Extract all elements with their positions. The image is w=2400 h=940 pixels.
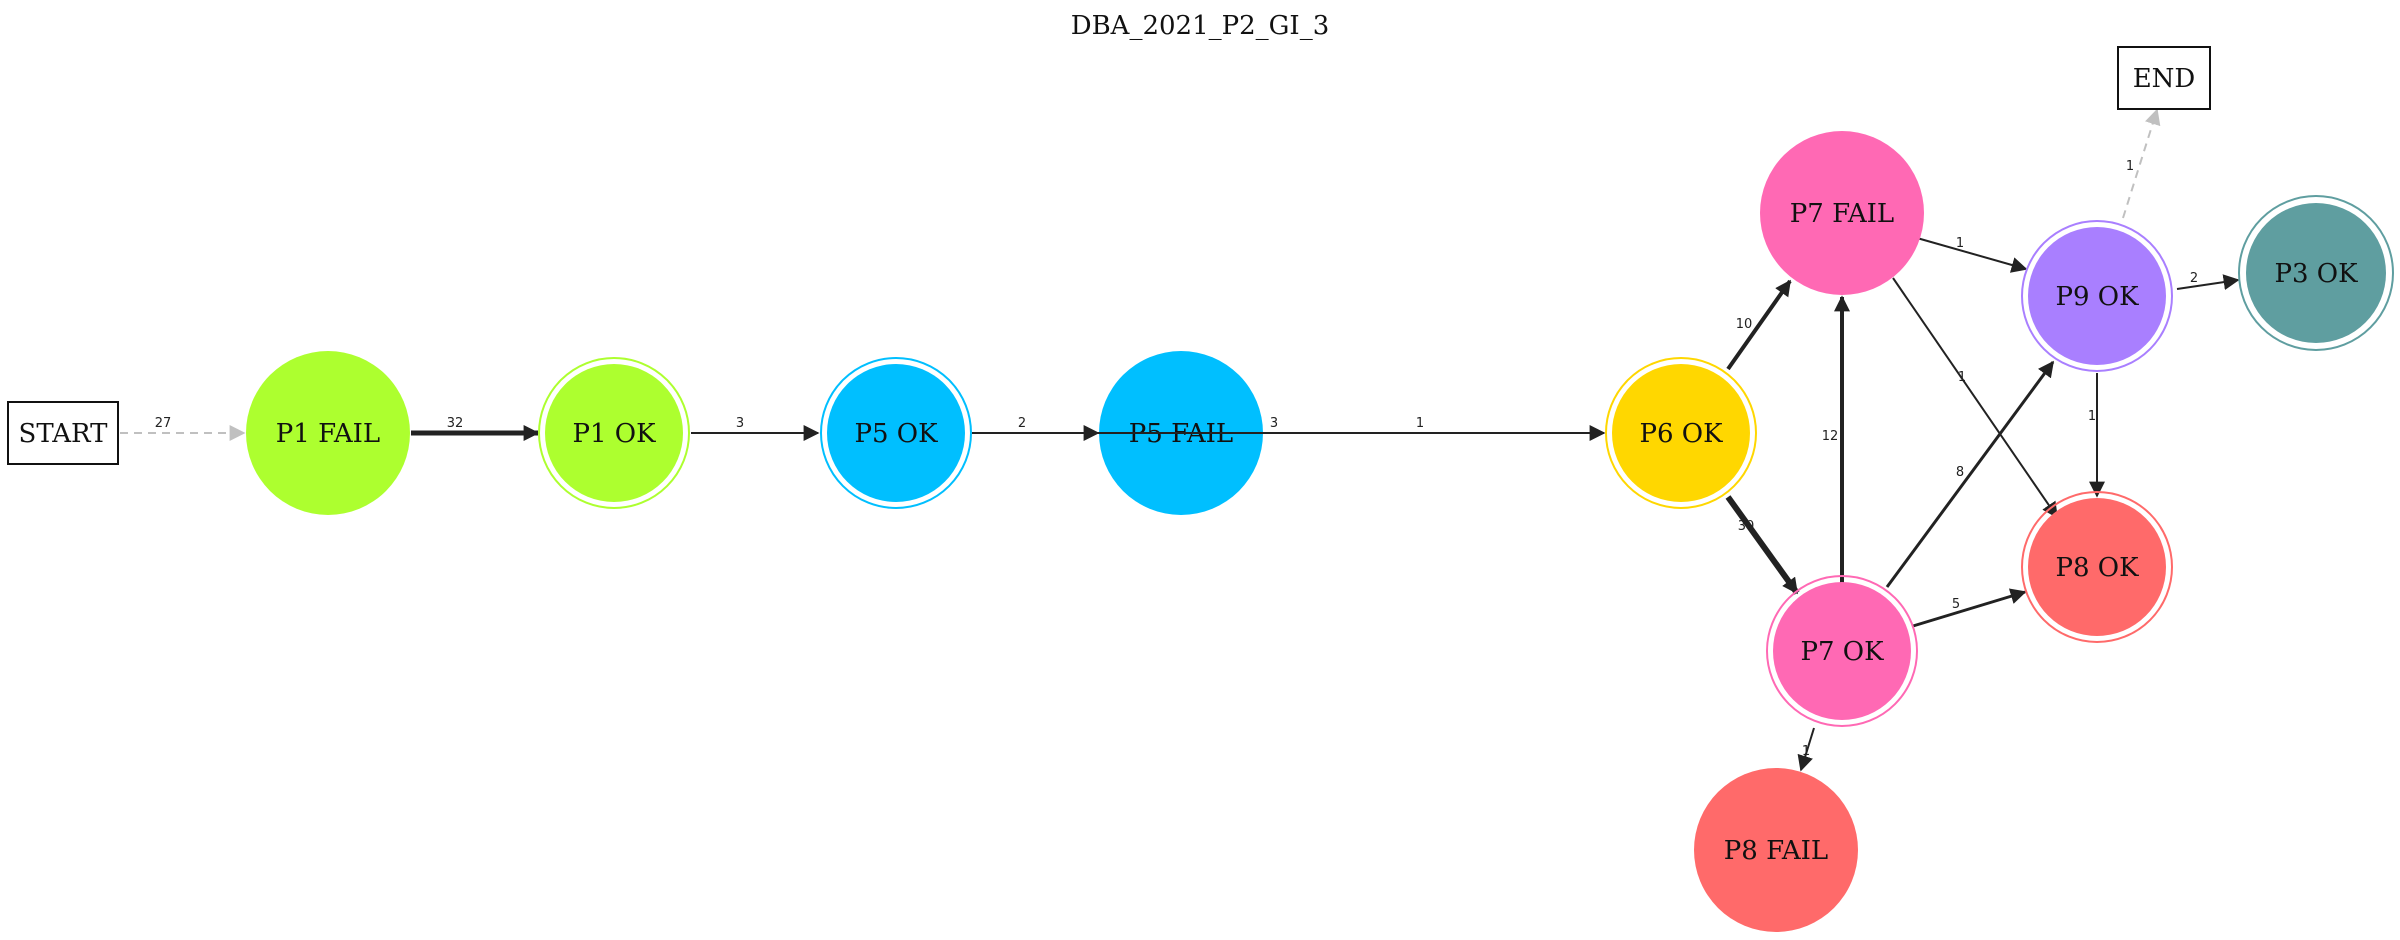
edge-label-p7ok-p8fail: 1 (1802, 744, 1810, 759)
node-p1-ok[interactable]: P1 OK (538, 357, 690, 509)
node-p8-ok[interactable]: P8 OK (2021, 491, 2173, 643)
edge-label-p6ok-p7fail: 10 (1736, 317, 1753, 332)
node-p9-ok-label: P9 OK (2055, 282, 2139, 312)
node-p7-ok-label: P7 OK (1800, 637, 1884, 667)
node-p9-ok[interactable]: P9 OK (2021, 220, 2173, 372)
edge-label-p7ok-p8ok: 5 (1952, 597, 1960, 612)
node-end[interactable]: END (2117, 46, 2211, 110)
edge-p7ok-p9ok (1885, 360, 2055, 588)
graph-title: DBA_2021_P2_GI_3 (1071, 11, 1330, 41)
edge-label-p7ok-p9ok: 8 (1956, 465, 1964, 480)
edge-label-p9ok-p8ok: 1 (2088, 409, 2096, 424)
node-end-label: END (2133, 64, 2196, 94)
edge-label-p1ok-p5ok: 3 (736, 416, 744, 431)
edge-p7ok-p8ok (1912, 588, 2027, 628)
edge-label-p1fail-p1ok: 32 (447, 416, 464, 431)
edge-label-p9ok-p3ok: 2 (2190, 271, 2198, 286)
edge-label-p9ok-end: 1 (2126, 159, 2134, 174)
edge-p6ok-p7ok (1725, 495, 1800, 595)
edge-label-p7ok-p7fail: 12 (1822, 429, 1839, 444)
edge-p7fail-p8ok (1892, 277, 2058, 519)
nodes: START END P1 FAIL P1 OK P5 OK P5 FAIL (7, 46, 2394, 932)
edge-label-p5fail-p6ok-a: 3 (1270, 416, 1278, 431)
node-p3-ok-label: P3 OK (2274, 259, 2358, 289)
node-p8-fail[interactable]: P8 FAIL (1694, 768, 1858, 932)
edge-label-p5fail-p6ok-b: 1 (1416, 416, 1424, 431)
edge-label-p5ok-p5fail: 2 (1018, 416, 1026, 431)
node-p6-ok[interactable]: P6 OK (1605, 357, 1757, 509)
node-p5-ok[interactable]: P5 OK (820, 357, 972, 509)
edge-label-p7fail-p8ok: 1 (1958, 370, 1966, 385)
node-p5-ok-label: P5 OK (854, 419, 938, 449)
node-p7-fail-label: P7 FAIL (1790, 199, 1894, 229)
edge-p9ok-end (2122, 108, 2161, 219)
node-p1-fail-label: P1 FAIL (276, 419, 380, 449)
edge-p7fail-p9ok (1916, 237, 2028, 273)
node-p6-ok-label: P6 OK (1639, 419, 1723, 449)
edge-label-p6ok-p7ok: 30 (1738, 519, 1755, 534)
node-p1-fail[interactable]: P1 FAIL (246, 351, 410, 515)
node-p7-ok[interactable]: P7 OK (1766, 575, 1918, 727)
node-start-label: START (19, 419, 109, 449)
node-start[interactable]: START (7, 401, 119, 465)
node-p8-ok-label: P8 OK (2055, 553, 2139, 583)
edge-label-start-p1fail: 27 (155, 416, 172, 431)
edge-p6ok-p7fail (1726, 279, 1792, 371)
node-p3-ok[interactable]: P3 OK (2238, 195, 2394, 351)
node-p8-fail-label: P8 FAIL (1724, 836, 1828, 866)
edge-p7ok-p8fail (1797, 727, 1815, 772)
edge-label-p7fail-p9ok: 1 (1956, 236, 1964, 251)
edge-p9ok-p3ok (2176, 274, 2240, 291)
edges: 27 32 3 2 3 1 10 30 12 1 1 8 5 (120, 108, 2240, 772)
node-p1-ok-label: P1 OK (572, 419, 656, 449)
node-p7-fail[interactable]: P7 FAIL (1760, 131, 1924, 295)
